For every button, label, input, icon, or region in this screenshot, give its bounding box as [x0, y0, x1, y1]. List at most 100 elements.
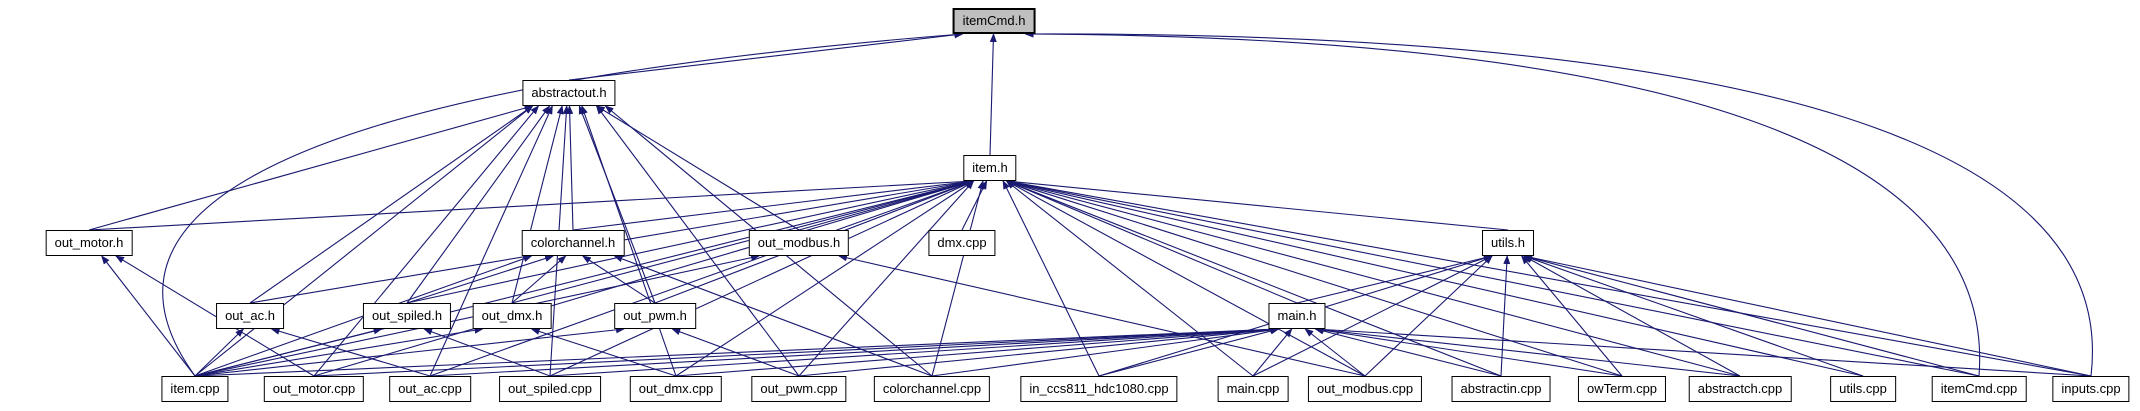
edge-itemCmd.cpp-to-itemCmd.h: [1024, 30, 1981, 377]
edge-item.cpp-to-out_dmx.h: [194, 326, 484, 377]
edge-colorchannel.cpp-to-colorchannel.h: [613, 255, 933, 377]
edge-item.cpp-to-itemCmd.h: [162, 31, 964, 377]
edge-owTerm.cpp-to-item.h: [1005, 180, 1623, 377]
edge-dmx.cpp-to-item.h: [961, 180, 988, 231]
edge-out_dmx.cpp-to-item.h: [675, 180, 975, 377]
edge-out_ac.cpp-to-item.h: [429, 180, 975, 377]
edge-out_motor.h-to-item.h: [88, 177, 975, 231]
edge-out_dmx.cpp-to-out_dmx.h: [530, 328, 677, 377]
edge-out_motor.cpp-to-out_motor.h: [115, 255, 315, 377]
edge-out_modbus.cpp-to-utils.h: [1364, 255, 1493, 377]
edge-out_pwm.cpp-to-main.h: [798, 326, 1280, 377]
edge-inputs.cpp-to-itemCmd.h: [1024, 30, 2093, 377]
edge-main.h-to-utils.h: [1296, 254, 1493, 304]
edge-item.cpp-to-out_spiled.h: [194, 327, 383, 377]
edge-colorchannel.cpp-to-item.h: [931, 180, 985, 377]
edge-out_spiled.h-to-abstractout.h: [406, 105, 551, 304]
graph-node-colorchannel-h[interactable]: colorchannel.h: [521, 230, 625, 256]
edge-out_modbus.cpp-to-out_modbus.h: [838, 254, 1366, 377]
edge-utils.cpp-to-utils.h: [1523, 255, 1864, 377]
edge-item.h-to-itemCmd.h: [989, 33, 997, 156]
graph-node-abstractin-cpp[interactable]: abstractin.cpp: [1451, 376, 1551, 402]
edge-out_ac.h-to-abstractout.h: [249, 105, 534, 304]
edge-colorchannel.h-to-abstractout.h: [566, 105, 574, 231]
edge-abstractout.h-to-itemCmd.h: [568, 31, 964, 81]
graph-node-colorchannel-cpp[interactable]: colorchannel.cpp: [873, 376, 991, 402]
graph-node-out-motor-h[interactable]: out_motor.h: [45, 230, 133, 256]
edge-itemCmd.cpp-to-utils.h: [1523, 254, 1980, 377]
edge-abstractin.cpp-to-main.h: [1314, 327, 1502, 377]
edge-out_spiled.cpp-to-out_spiled.h: [423, 328, 551, 377]
edge-item.cpp-to-out_ac.h: [194, 328, 245, 377]
graph-node-item-h[interactable]: item.h: [963, 155, 1017, 181]
graph-node-abstractout-h[interactable]: abstractout.h: [522, 80, 616, 106]
edge-in_ccs811_hdc1080.cpp-to-main.h: [1098, 327, 1280, 377]
edge-inputs.cpp-to-item.h: [1005, 178, 2092, 377]
edge-item.cpp-to-out_motor.h: [101, 255, 196, 377]
edge-abstractch.cpp-to-utils.h: [1523, 255, 1741, 377]
edge-out_spiled.h-to-item.h: [406, 179, 975, 304]
edge-out_ac.cpp-to-main.h: [429, 325, 1280, 377]
edge-owTerm.cpp-to-main.h: [1314, 326, 1623, 377]
edge-out_motor.cpp-to-item.h: [313, 179, 975, 377]
edge-item.cpp-to-abstractout.h: [194, 105, 534, 377]
edge-out_modbus.cpp-to-item.h: [1005, 180, 1366, 377]
edge-inputs.cpp-to-utils.h: [1523, 254, 2092, 377]
graph-node-main-h[interactable]: main.h: [1268, 303, 1326, 329]
edge-main.h-to-item.h: [1005, 180, 1298, 304]
edge-out_pwm.h-to-colorchannel.h: [582, 255, 656, 304]
edge-item.cpp-to-out_pwm.h: [194, 326, 625, 377]
edge-itemCmd.cpp-to-item.h: [1005, 179, 1980, 377]
edge-main.cpp-to-item.h: [1005, 180, 1254, 377]
graph-node-out-motor-cpp[interactable]: out_motor.cpp: [263, 376, 365, 402]
edge-colorchannel.h-to-item.h: [572, 178, 975, 231]
edge-out_modbus.h-to-abstractout.h: [595, 105, 800, 231]
edge-out_pwm.h-to-abstractout.h: [578, 105, 656, 304]
edge-abstractin.cpp-to-item.h: [1005, 180, 1502, 377]
edge-out_dmx.h-to-item.h: [511, 179, 975, 304]
edge-out_modbus.cpp-to-main.h: [1304, 328, 1366, 377]
edge-abstractin.cpp-to-utils.h: [1500, 255, 1511, 377]
graph-node-in-ccs811-hdc1080-cpp[interactable]: in_ccs811_hdc1080.cpp: [1020, 376, 1178, 402]
graph-node-utils-cpp[interactable]: utils.cpp: [1830, 376, 1896, 402]
graph-node-item-cpp[interactable]: item.cpp: [161, 376, 229, 402]
graph-node-out-spiled-cpp[interactable]: out_spiled.cpp: [499, 376, 601, 402]
edge-abstractch.cpp-to-main.h: [1314, 326, 1741, 377]
graph-node-out-pwm-h[interactable]: out_pwm.h: [614, 303, 696, 329]
graph-node-out-pwm-cpp[interactable]: out_pwm.cpp: [751, 376, 847, 402]
graph-node-out-dmx-h[interactable]: out_dmx.h: [472, 303, 552, 329]
graph-node-main-cpp[interactable]: main.cpp: [1217, 376, 1289, 402]
graph-node-out-spiled-h[interactable]: out_spiled.h: [362, 303, 452, 329]
edge-utils.cpp-to-item.h: [1005, 179, 1864, 377]
edge-out_dmx.h-to-colorchannel.h: [511, 255, 567, 304]
edge-out_pwm.cpp-to-abstractout.h: [596, 105, 800, 377]
edge-out_spiled.cpp-to-item.h: [549, 180, 975, 377]
edge-colorchannel.cpp-to-main.h: [931, 326, 1280, 377]
edge-main.cpp-to-utils.h: [1252, 255, 1493, 377]
graph-node-abstractch-cpp[interactable]: abstractch.cpp: [1688, 376, 1792, 402]
graph-node-out-dmx-cpp[interactable]: out_dmx.cpp: [629, 376, 723, 402]
edge-out_ac.cpp-to-out_ac.h: [270, 327, 431, 377]
edge-out_motor.h-to-abstractout.h: [88, 104, 534, 231]
graph-node-dmx-cpp[interactable]: dmx.cpp: [928, 230, 996, 256]
graph-node-itemcmd-cpp[interactable]: itemCmd.cpp: [1931, 376, 2027, 402]
edge-out_spiled.h-to-colorchannel.h: [406, 255, 555, 304]
graph-node-out-ac-h[interactable]: out_ac.h: [216, 303, 284, 329]
graph-node-inputs-cpp[interactable]: inputs.cpp: [2052, 376, 2130, 402]
graph-node-utils-h[interactable]: utils.h: [1482, 230, 1534, 256]
edge-out_pwm.cpp-to-out_pwm.h: [671, 328, 800, 377]
edge-inputs.cpp-to-main.h: [1314, 325, 2092, 377]
graph-node-out-modbus-cpp[interactable]: out_modbus.cpp: [1307, 376, 1423, 402]
edge-utils.h-to-item.h: [1005, 178, 1509, 231]
graph-node-owterm-cpp[interactable]: owTerm.cpp: [1577, 376, 1667, 402]
graph-node-itemcmd-h[interactable]: itemCmd.h: [952, 8, 1036, 34]
edge-in_ccs811_hdc1080.cpp-to-item.h: [1002, 180, 1100, 377]
edge-out_ac.cpp-to-abstractout.h: [429, 105, 553, 377]
graph-node-out-ac-cpp[interactable]: out_ac.cpp: [389, 376, 471, 402]
graph-node-out-modbus-h[interactable]: out_modbus.h: [748, 230, 850, 256]
edge-out_dmx.cpp-to-main.h: [675, 326, 1280, 377]
edge-out_motor.cpp-to-abstractout.h: [313, 105, 540, 377]
edge-out_dmx.cpp-to-abstractout.h: [581, 105, 677, 377]
